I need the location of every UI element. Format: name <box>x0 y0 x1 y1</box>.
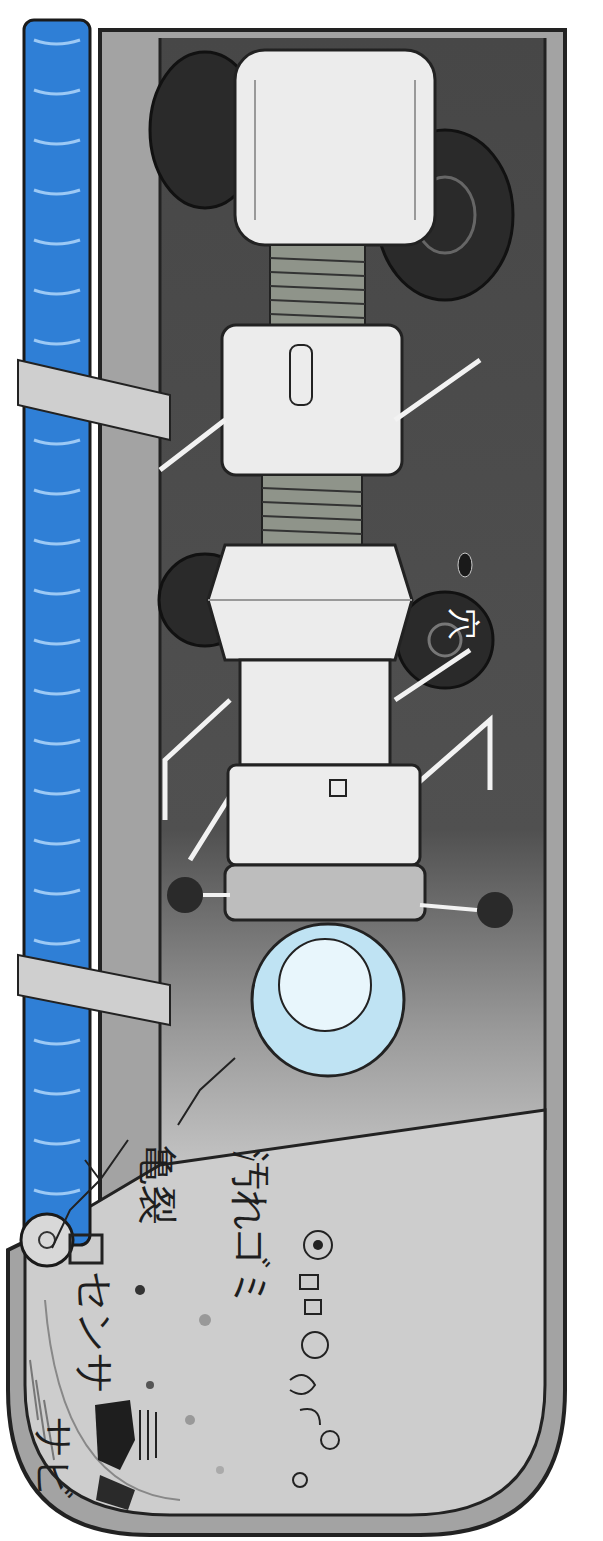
part-label: センサ <box>73 1271 117 1394</box>
body-shading <box>208 599 412 601</box>
camera-lens <box>252 924 404 1076</box>
robot-body <box>235 50 435 245</box>
debris <box>290 1375 320 1425</box>
part-label: 亀裂 <box>136 1145 180 1225</box>
cable-strands <box>34 40 80 1194</box>
debris <box>302 1332 328 1358</box>
sensor <box>70 1235 102 1263</box>
part-label: サビ <box>33 1417 77 1499</box>
body-slot <box>290 345 312 405</box>
hex-joint <box>208 545 412 660</box>
pipe-edge <box>544 38 547 1150</box>
body-shading <box>255 80 415 220</box>
stain <box>185 1415 195 1425</box>
robot-body <box>228 765 420 865</box>
crack <box>52 1058 235 1248</box>
spring <box>262 475 362 545</box>
lens-highlight <box>279 939 371 1031</box>
rust-hatching <box>140 1410 156 1460</box>
robot-body <box>240 660 390 765</box>
part-label: 穴 <box>445 608 480 640</box>
rust <box>96 1475 135 1510</box>
small-wheel <box>167 877 203 913</box>
stain <box>135 1285 145 1295</box>
hole <box>458 553 472 577</box>
tape-strap <box>18 360 170 440</box>
cable <box>24 20 90 1245</box>
body-detail <box>330 780 346 796</box>
pipe-end <box>25 1110 545 1515</box>
debris <box>321 1431 339 1449</box>
wheel-arm <box>203 895 477 910</box>
debris <box>305 1300 321 1314</box>
stain <box>146 1381 154 1389</box>
debris <box>313 1240 323 1250</box>
part-label: ゴミ <box>230 1227 274 1309</box>
debris <box>304 1231 332 1259</box>
part-label: 汚れ <box>228 1150 272 1231</box>
debris <box>293 1473 307 1487</box>
stain <box>199 1314 211 1326</box>
pipe-wall <box>8 30 565 1535</box>
robot-body <box>222 325 402 475</box>
spring-coils <box>270 258 365 318</box>
camera-ring <box>225 865 425 920</box>
rust <box>95 1400 135 1470</box>
small-wheel <box>477 892 513 928</box>
stain <box>216 1466 224 1474</box>
spring <box>270 245 365 330</box>
debris <box>300 1275 318 1289</box>
tape-strap <box>18 955 170 1025</box>
spring-coils <box>262 488 362 534</box>
